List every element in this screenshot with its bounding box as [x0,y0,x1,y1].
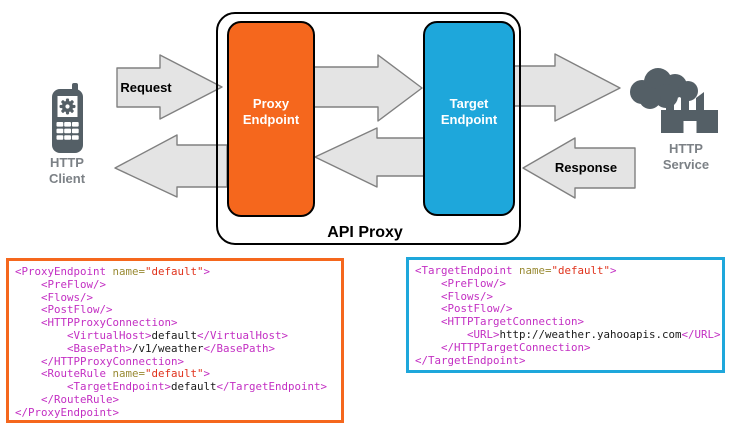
api-proxy-label: API Proxy [327,224,403,241]
flow-diagram: Request Response API Proxy Proxy Endpoin… [49,12,718,245]
request-arrow [116,54,223,120]
smoke-cloud [630,68,698,109]
target-endpoint-box [423,21,515,216]
target-endpoint-label-line1: Target [450,96,489,111]
gear-icon [59,98,76,115]
http-client-label-line1: HTTP [50,155,84,170]
factory-icon [630,68,718,133]
proxy-to-target-arrow [313,54,423,122]
http-service-label-line2: Service [663,157,709,172]
proxy-to-client-arrow [114,134,228,198]
target-to-proxy-arrow [314,127,425,188]
http-client-label-line2: Client [49,171,86,186]
api-proxy-container [216,12,521,245]
mobile-phone-icon [52,83,83,153]
target-endpoint-code-block: <TargetEndpoint name="default"> <PreFlow… [406,257,725,373]
response-arrow [522,137,636,199]
http-service-label-line1: HTTP [669,141,703,156]
target-endpoint-label-line2: Endpoint [441,112,498,127]
proxy-endpoint-label-line2: Endpoint [243,112,300,127]
factory-building [661,92,718,133]
response-label: Response [555,160,617,175]
proxy-endpoint-code-block: <ProxyEndpoint name="default"> <PreFlow/… [6,258,344,423]
proxy-endpoint-box [227,21,315,217]
proxy-endpoint-label-line1: Proxy [253,96,290,111]
phone-keypad [56,122,79,140]
target-to-service-arrow [513,53,621,122]
request-label: Request [120,80,172,95]
